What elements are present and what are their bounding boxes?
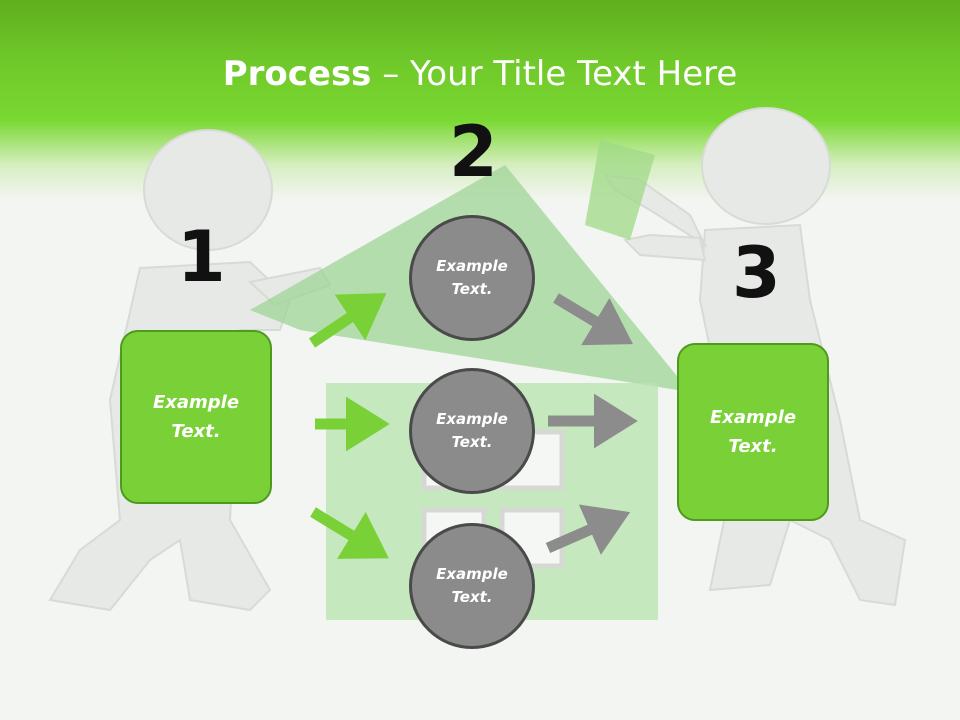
circle-top-label: Example Text.	[436, 257, 508, 298]
arrow-green-up	[308, 292, 387, 348]
circle-middle-label: Example Text.	[436, 410, 508, 451]
step-number-3: 3	[732, 232, 781, 314]
step-number-1: 1	[177, 216, 226, 298]
title-rest: – Your Title Text Here	[371, 54, 738, 94]
slide-title: Process – Your Title Text Here	[0, 52, 960, 96]
circle-bottom-label: Example Text.	[436, 565, 508, 606]
circle-top: Example Text.	[409, 215, 535, 341]
step-1-box-label: Example Text.	[152, 392, 240, 442]
arrow-green-down	[310, 507, 389, 559]
arrow-gray-down	[553, 293, 633, 346]
circle-bottom: Example Text.	[409, 523, 535, 649]
step-number-2: 2	[449, 111, 498, 193]
title-bold: Process	[222, 54, 372, 94]
step-3-box: Example Text.	[677, 343, 829, 521]
circle-middle: Example Text.	[409, 368, 535, 494]
panel-shape	[585, 140, 655, 240]
arrow-gray-up	[545, 504, 631, 555]
step-3-box-label: Example Text.	[709, 407, 797, 457]
step-1-box: Example Text.	[120, 330, 272, 504]
